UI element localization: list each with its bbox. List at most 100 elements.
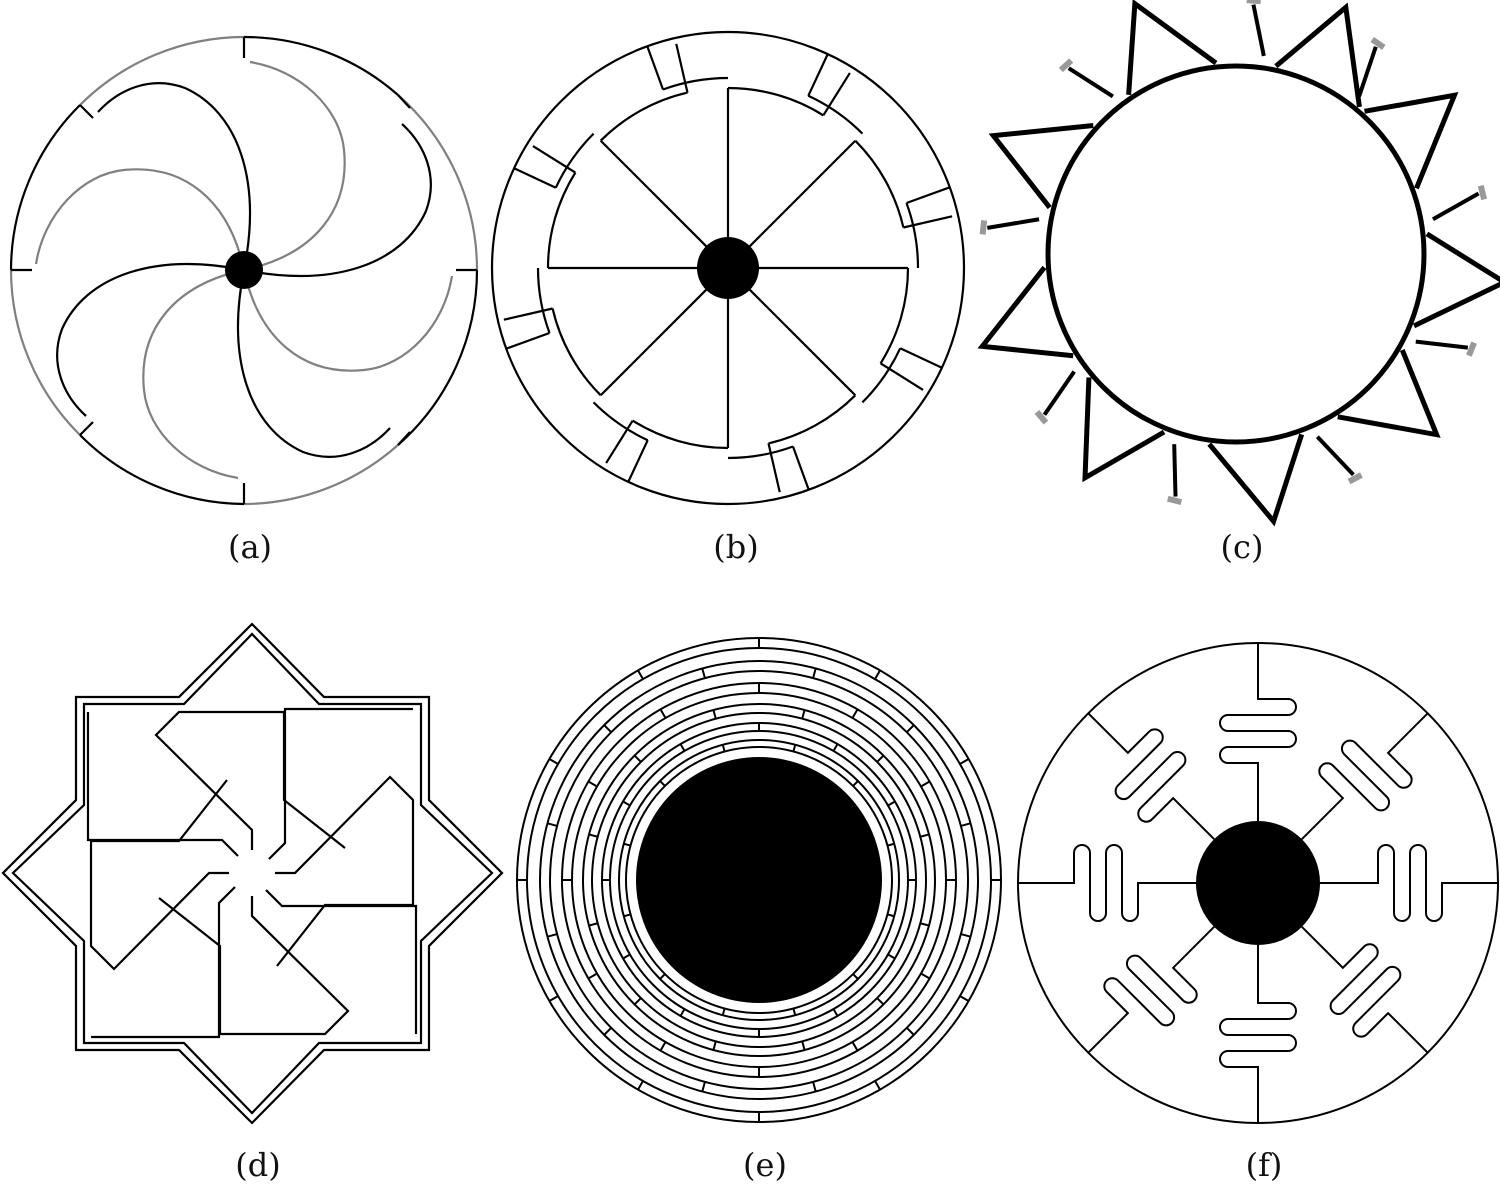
panel-b-inner-arc — [854, 139, 905, 228]
panel-b-inner-arc — [554, 132, 595, 189]
panel-b-link — [807, 53, 829, 97]
panel-c-anchor-beam — [1415, 339, 1469, 350]
panel-d-caption: (d) — [235, 1146, 280, 1184]
panel-e-bridge — [633, 754, 642, 763]
panel-c-triangle — [1337, 349, 1441, 438]
panel-e-bridge — [832, 743, 839, 752]
panel-b-inner-arc — [632, 419, 729, 450]
panel-d-arm — [86, 712, 239, 857]
panel-c-triangle — [1412, 231, 1500, 329]
panel-b-spoke — [599, 139, 708, 248]
panel-b-hub — [697, 237, 759, 299]
panel-a-gray-arms — [34, 60, 454, 480]
panel-e-hub — [636, 757, 882, 1003]
panel-e-bridge — [792, 1008, 797, 1016]
panel-e-bridge — [701, 668, 706, 679]
panel-a-hub — [225, 251, 263, 289]
panel-d-arm — [268, 707, 413, 860]
panel-b-radial-flexure: (b) — [490, 30, 966, 566]
panel-b-link — [903, 215, 953, 229]
panel-b-spoke — [748, 139, 857, 248]
panel-e-bridge — [603, 1027, 612, 1036]
panel-e-bridge — [721, 744, 726, 752]
panel-b-link — [822, 72, 851, 116]
panel-f-serpentine-springs: (f) — [1017, 642, 1499, 1184]
panel-f-spring — [1301, 926, 1429, 1054]
panel-e-bridge — [701, 1081, 706, 1092]
panel-e-bridge — [812, 1081, 817, 1092]
panel-b-inner-arc — [599, 91, 688, 142]
panel-a-outer-ring-gray — [9, 35, 479, 506]
panel-e-bridge — [801, 1041, 806, 1051]
panel-d-arm — [275, 775, 415, 967]
panel-e-bridge — [852, 780, 859, 787]
panel-e-bridge — [887, 800, 896, 807]
panel-e-bridge — [659, 973, 666, 980]
panel-e-ring — [582, 703, 936, 1057]
panel-c-triangle — [1207, 433, 1305, 527]
panel-c-ground-hatch — [1347, 472, 1363, 485]
panel-c-ground-hatch — [1167, 495, 1183, 506]
panel-e-bridge — [876, 997, 885, 1006]
panel-d-star-bevel — [11, 632, 494, 1115]
panel-e-bridge — [637, 669, 644, 680]
panel-c-ground-hatch — [979, 220, 988, 235]
panel-d-arm — [91, 886, 236, 1039]
panel-a-caption: (a) — [228, 528, 272, 566]
panel-c-anchored-ring: (c) — [977, 0, 1500, 566]
panel-e-bridge — [659, 708, 667, 719]
panel-b-link — [513, 167, 557, 189]
panel-b-spoke — [599, 288, 708, 397]
panel-d-arm — [158, 896, 350, 1036]
panel-e-bridge — [588, 833, 598, 838]
panel-e-bridge — [887, 842, 895, 847]
panel-e-bridge — [851, 1041, 859, 1052]
panel-e-ring — [618, 739, 900, 1021]
panel-b-spokes — [548, 88, 908, 448]
panel-a-black-arms — [56, 82, 432, 458]
panel-e-bridge — [712, 1041, 717, 1051]
panel-e-bridge — [874, 1080, 881, 1091]
panel-b-inner-arc — [905, 202, 920, 269]
panel-f-spring — [1219, 643, 1297, 821]
panel-e-bridge — [959, 995, 970, 1002]
panel-d-arm — [265, 889, 418, 1034]
panel-c-triangle — [1274, 2, 1362, 108]
panel-e-bridge — [587, 972, 598, 980]
panel-b-link — [503, 307, 553, 321]
panel-c-ground-hatch — [1058, 58, 1074, 73]
panel-e-bridge — [801, 709, 806, 719]
panel-d-star-pinwheel: (d) — [1, 622, 504, 1184]
panel-d-arm — [89, 779, 229, 971]
panel-e-bridge — [851, 708, 859, 719]
panel-c-anchor-beam — [1357, 46, 1378, 98]
panel-b-link — [675, 43, 689, 93]
panel-c-anchor-beam — [1172, 444, 1178, 497]
panel-e-bridge — [876, 754, 885, 763]
panel-c-triangle — [988, 123, 1094, 210]
panel-b-link — [880, 362, 924, 391]
panel-c-caption: (c) — [1221, 528, 1264, 566]
panel-e-ring — [539, 660, 979, 1100]
panel-e-bridge — [906, 1027, 915, 1036]
panel-e-bridge — [623, 842, 631, 847]
panel-e-bridge — [960, 822, 971, 827]
panel-d-pinwheel-arms — [86, 707, 418, 1039]
panel-c-anchor-beam — [1042, 370, 1076, 416]
panel-b-inner-arc — [592, 401, 649, 442]
panel-f-hub — [1196, 821, 1320, 945]
panel-e-ring — [549, 670, 969, 1090]
panel-e-bridge — [587, 780, 598, 788]
panel-a-outer-ring-black — [9, 35, 479, 506]
panel-b-arc-segments — [503, 43, 953, 493]
panel-b-spoke — [748, 288, 857, 397]
panel-c-triangle — [977, 265, 1074, 359]
panel-e-bridge — [548, 758, 559, 765]
panel-e-bridge — [679, 743, 686, 752]
panel-b-link — [646, 45, 665, 90]
panel-b-inner-arc — [807, 94, 864, 135]
panel-b-inner-arc — [768, 394, 857, 445]
panel-b-inner-arc — [662, 76, 729, 91]
panel-d-star-outline — [1, 622, 504, 1125]
panel-b-link — [899, 347, 943, 369]
